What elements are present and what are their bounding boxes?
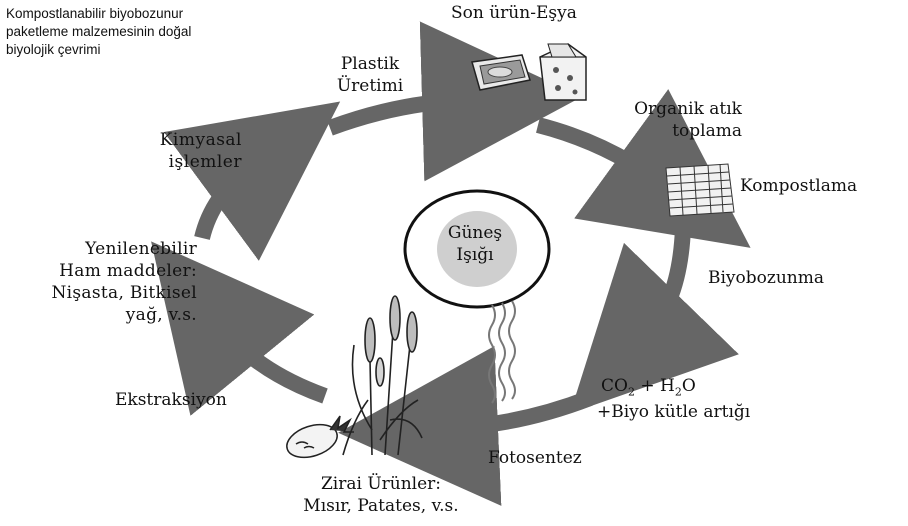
agricultural-products-label: Zirai Ürünler: Mısır, Patates, v.s. bbox=[266, 473, 496, 517]
arrow-compost-to-co2 bbox=[648, 228, 683, 333]
o-text: O bbox=[682, 376, 696, 396]
agricultural-products-line2: Mısır, Patates, v.s. bbox=[266, 495, 496, 517]
renewable-line1: Yenilenebilir bbox=[10, 238, 197, 260]
renewable-raw-materials-label: Yenilenebilir Ham maddeler: Nişasta, Bit… bbox=[10, 238, 197, 326]
end-product-label: Son ürün-Eşya bbox=[451, 2, 577, 24]
plastic-production-line1: Plastik bbox=[330, 53, 410, 75]
agricultural-products-line1: Zirai Ürünler: bbox=[266, 473, 496, 495]
h-text: + H bbox=[635, 376, 675, 396]
compost-bin-icon bbox=[666, 164, 734, 216]
biodegradation-label: Biyobozunma bbox=[708, 267, 824, 289]
organic-waste-line2: toplama bbox=[600, 120, 742, 142]
sunlight-line2: Işığı bbox=[425, 244, 525, 266]
sunlight-waves-icon bbox=[489, 301, 515, 403]
co2-h2o-label: CO2 + H2O bbox=[601, 375, 696, 403]
renewable-line4: yağ, v.s. bbox=[10, 304, 197, 326]
organic-waste-label: Organik atık toplama bbox=[600, 98, 742, 142]
sunlight-line1: Güneş bbox=[425, 222, 525, 244]
photosynthesis-label: Fotosentez bbox=[488, 447, 582, 469]
sunlight-label: Güneş Işığı bbox=[425, 222, 525, 266]
milk-carton-icon bbox=[540, 44, 586, 100]
co2-text: CO bbox=[601, 376, 628, 396]
extraction-label: Ekstraksiyon bbox=[115, 389, 227, 411]
renewable-line3: Nişasta, Bitkisel bbox=[10, 282, 197, 304]
organic-waste-line1: Organik atık bbox=[600, 98, 742, 120]
arrow-co2-to-plants bbox=[450, 398, 590, 428]
chemical-processes-line2: işlemler bbox=[118, 151, 242, 173]
h2o-subscript: 2 bbox=[675, 385, 682, 398]
renewable-line2: Ham maddeler: bbox=[10, 260, 197, 282]
corn-plant-icon bbox=[343, 296, 422, 455]
co2-subscript: 2 bbox=[628, 385, 635, 398]
composting-label: Kompostlama bbox=[740, 175, 857, 197]
plastic-production-label: Plastik Üretimi bbox=[330, 53, 410, 97]
biomass-label: +Biyo kütle artığı bbox=[597, 401, 750, 423]
arrow-plastic-to-product bbox=[330, 100, 470, 128]
chemical-processes-line1: Kimyasal bbox=[118, 129, 242, 151]
potato-icon bbox=[283, 416, 354, 463]
food-package-icon bbox=[472, 55, 530, 90]
chemical-processes-label: Kimyasal işlemler bbox=[118, 129, 242, 173]
plastic-production-line2: Üretimi bbox=[330, 75, 410, 97]
arrow-plants-to-raw bbox=[222, 328, 325, 396]
arrow-raw-to-plastic bbox=[202, 168, 250, 238]
